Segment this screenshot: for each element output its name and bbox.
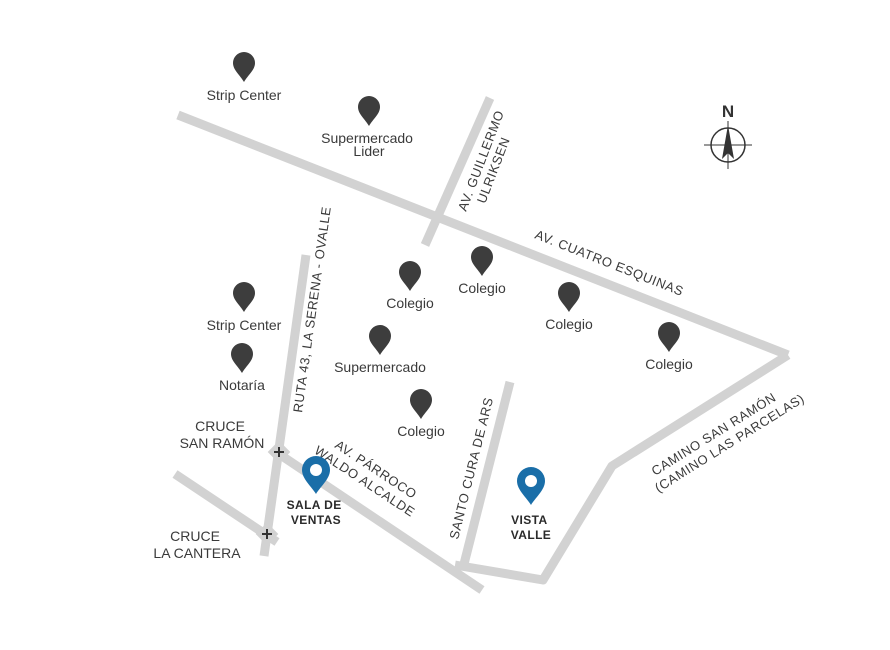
poi-colegio-4[interactable]: Colegio [645, 322, 693, 372]
road-camino-san-ramon [454, 351, 791, 585]
svg-text:Supermercado Lider: Supermercado Lider [321, 130, 417, 159]
poi-colegio-2[interactable]: Colegio [458, 246, 506, 296]
highlight-sala-de-ventas[interactable]: SALA DE VENTAS [287, 456, 346, 527]
svg-text:Supermercado: Supermercado [334, 359, 426, 375]
road-santo-cura-de-ars [458, 380, 515, 570]
svg-text:Strip Center: Strip Center [207, 317, 282, 333]
poi-notaria[interactable]: Notaría [219, 343, 265, 393]
svg-text:Strip Center: Strip Center [207, 87, 282, 103]
poi-colegio-3[interactable]: Colegio [545, 282, 593, 332]
highlight-layer: SALA DE VENTAS VISTA VALLE [287, 456, 551, 542]
svg-text:Notaría: Notaría [219, 377, 265, 393]
svg-text:Colegio: Colegio [397, 423, 445, 439]
svg-text:SALA DE VENTAS: SALA DE VENTAS [287, 498, 346, 527]
map-pin-icon [399, 261, 421, 291]
map-pin-icon [410, 389, 432, 419]
map-pin-icon [369, 325, 391, 355]
poi-layer: Strip Center Supermercado Lider Colegio … [207, 52, 693, 439]
location-pin-icon [517, 467, 545, 505]
poi-supermercado[interactable]: Supermercado [334, 325, 426, 375]
road-guillermo-ulriksen [420, 96, 495, 247]
compass: N [704, 102, 752, 169]
svg-text:VISTA VALLE: VISTA VALLE [511, 513, 551, 542]
poi-supermercado-lider[interactable]: Supermercado Lider [321, 96, 417, 159]
map-pin-icon [233, 282, 255, 312]
map-pin-icon [358, 96, 380, 126]
map-pin-icon [658, 322, 680, 352]
highlight-vista-valle[interactable]: VISTA VALLE [511, 467, 551, 542]
map-pin-icon [231, 343, 253, 373]
crossing-label-la-cantera: CRUCE LA CANTERA [153, 528, 241, 561]
crossing-label-san-ramon: CRUCE SAN RAMÓN [180, 418, 265, 451]
map-pin-icon [233, 52, 255, 82]
location-pin-icon [302, 456, 330, 494]
poi-strip-center-mid[interactable]: Strip Center [207, 282, 282, 333]
compass-north-label: N [722, 102, 734, 121]
road-cuatro-esquinas [176, 110, 790, 360]
compass-rose-icon [704, 121, 752, 169]
crossing-labels: CRUCE SAN RAMÓN CRUCE LA CANTERA [153, 418, 264, 561]
road-ruta-43 [259, 254, 311, 557]
svg-text:Colegio: Colegio [545, 316, 593, 332]
poi-strip-center-top[interactable]: Strip Center [207, 52, 282, 103]
svg-text:Colegio: Colegio [386, 295, 434, 311]
svg-text:Colegio: Colegio [645, 356, 693, 372]
svg-text:Colegio: Colegio [458, 280, 506, 296]
map-pin-icon [471, 246, 493, 276]
poi-colegio-5[interactable]: Colegio [397, 389, 445, 439]
poi-colegio-1[interactable]: Colegio [386, 261, 434, 311]
map-pin-icon [558, 282, 580, 312]
